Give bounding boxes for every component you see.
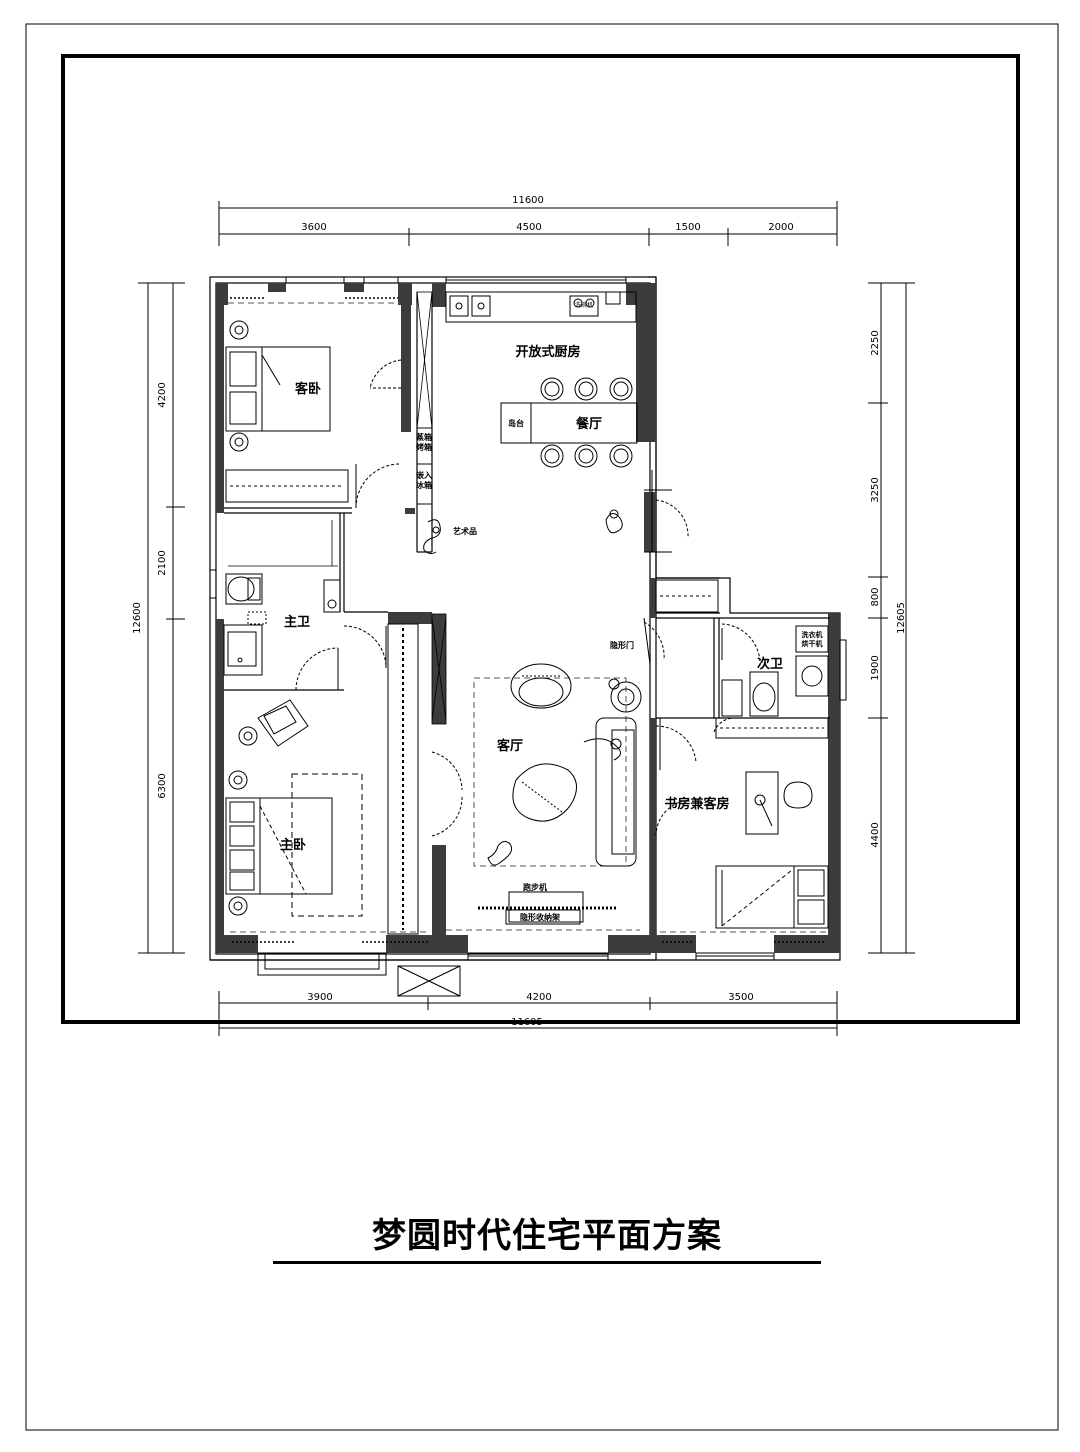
living-rug — [473, 677, 627, 867]
door-guest-bedroom — [355, 359, 402, 509]
door-study — [655, 718, 697, 837]
label-oven-line-1: 蒸箱 — [416, 432, 432, 442]
second-bath-fixtures — [721, 625, 829, 717]
dim-left-total: 12600 — [132, 602, 143, 634]
door-living-left — [431, 751, 463, 837]
art-piece — [423, 519, 441, 555]
dim-right-total: 12605 — [896, 602, 907, 634]
living-armchair — [510, 663, 572, 709]
master-bed — [225, 770, 363, 917]
room-guest-bedroom: 客卧 — [295, 381, 321, 397]
room-master-bath: 主卫 — [284, 614, 310, 630]
windows — [209, 276, 847, 997]
solid-walls — [216, 283, 840, 953]
curtains — [228, 302, 826, 933]
room-second-bath: 次卫 — [757, 656, 783, 672]
dim-right-seg-3: 800 — [870, 587, 881, 606]
label-treadmill: 跑步机 — [523, 882, 547, 892]
study-desk — [745, 771, 813, 835]
room-study: 书房兼客房 — [664, 796, 729, 812]
curtain-patterns — [230, 297, 826, 943]
room-living: 客厅 — [497, 738, 523, 754]
dim-bottom-seg-3: 3500 — [728, 992, 753, 1003]
plan-title: 梦圆时代住宅平面方案 — [372, 1216, 722, 1256]
label-hidden-storage: 隐形收纳架 — [520, 912, 560, 922]
guest-bed — [225, 320, 331, 452]
outer-border — [25, 23, 1059, 1431]
label-oven-line-2: 烤箱 — [416, 442, 432, 452]
study-bed — [715, 865, 829, 929]
dim-right-seg-4: 1900 — [870, 655, 881, 680]
dim-top-total: 11600 — [512, 195, 544, 206]
dim-top-seg-2: 4500 — [516, 222, 541, 233]
room-dining: 餐厅 — [575, 416, 602, 432]
shower-area — [228, 520, 338, 567]
master-wardrobe — [387, 623, 419, 935]
room-master-bedroom: 主卧 — [280, 837, 306, 853]
sculpture-dining — [605, 509, 623, 534]
study-shelf — [715, 717, 829, 739]
inner-border — [61, 54, 1020, 1024]
side-table — [608, 678, 642, 713]
dim-top-seg-3: 1500 — [675, 222, 700, 233]
guest-wardrobe — [225, 469, 349, 503]
kitchen-column-cabinets — [416, 291, 447, 725]
master-bath-fixtures — [223, 573, 341, 691]
coffee-table — [512, 763, 577, 822]
hall-storage — [655, 579, 719, 613]
left-dimensions — [138, 282, 185, 954]
living-sofa — [583, 717, 637, 867]
kitchen-counter — [445, 291, 637, 323]
right-dimensions — [868, 282, 915, 954]
dim-right-seg-1: 2250 — [870, 330, 881, 355]
dim-bottom-seg-2: 4200 — [526, 992, 551, 1003]
dim-right-seg-5: 4400 — [870, 822, 881, 847]
dim-bottom-total: 11605 — [511, 1017, 543, 1028]
dim-top-seg-1: 3600 — [301, 222, 326, 233]
bottom-dimensions — [218, 991, 838, 1036]
dim-top-seg-4: 2000 — [768, 222, 793, 233]
hidden-door — [643, 617, 665, 665]
label-hidden-door: 隐形门 — [610, 640, 634, 650]
dim-left-seg-1: 4200 — [157, 382, 168, 407]
dim-bottom-seg-1: 3900 — [307, 992, 332, 1003]
label-island: 岛台 — [508, 418, 524, 428]
room-kitchen: 开放式厨房 — [515, 344, 580, 360]
door-master-bath — [295, 625, 387, 691]
label-fridge-line-2: 冰箱 — [416, 480, 432, 490]
label-washer-line-2: 烘干机 — [802, 639, 823, 648]
dim-right-seg-2: 3250 — [870, 477, 881, 502]
label-art: 艺术品 — [453, 526, 477, 536]
dining-table — [500, 377, 638, 468]
door-entry — [644, 470, 689, 553]
dim-left-seg-3: 6300 — [157, 773, 168, 798]
label-fridge-line-1: 嵌入 — [416, 470, 432, 480]
treadmill — [478, 891, 618, 925]
label-dishwasher: 洗碗机 — [575, 301, 593, 309]
dog-toy — [487, 840, 513, 866]
label-oven: 蒸箱烤箱 — [416, 432, 432, 452]
label-fridge: 嵌入冰箱 — [416, 470, 432, 490]
top-dimensions — [218, 201, 838, 246]
label-washer: 洗衣机烘干机 — [802, 630, 823, 648]
label-washer-line-1: 洗衣机 — [802, 630, 823, 639]
dim-left-seg-2: 2100 — [157, 550, 168, 575]
title-underline — [273, 1261, 821, 1264]
master-lounge-chair — [238, 699, 309, 747]
